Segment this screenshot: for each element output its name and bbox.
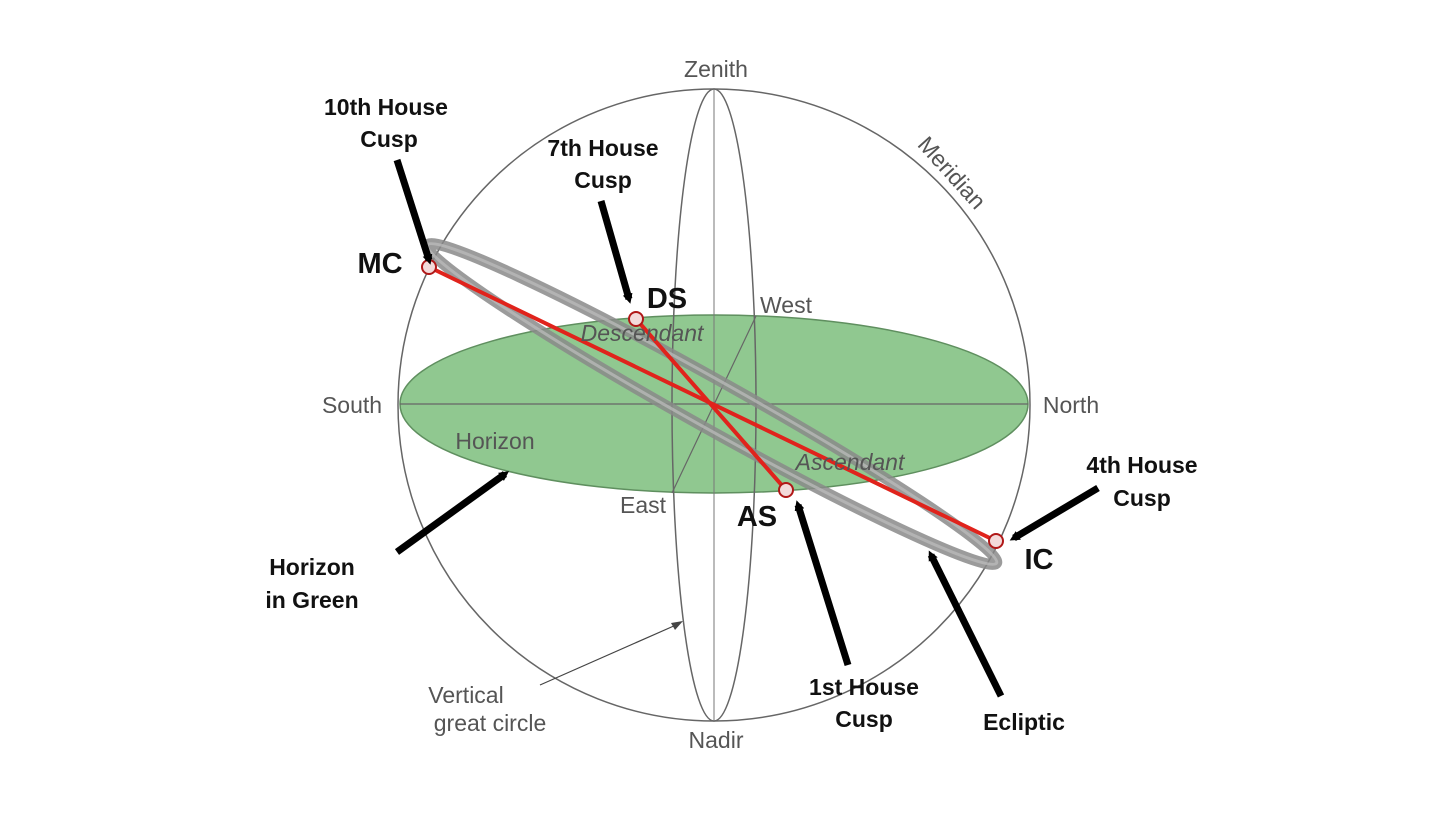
house7-label-line1: 7th House [547,135,658,161]
house1-label-line2: Cusp [835,706,893,732]
mc-marker [421,259,437,275]
ds-label: DS [647,283,687,315]
house1-label-line1: 1st House [809,674,919,700]
nadir-label: Nadir [689,727,744,753]
ecliptic-label: Ecliptic [983,709,1065,735]
vertical-circle-label-line1: Vertical [428,682,503,708]
horizon-plane-label: Horizon [455,428,534,454]
as-label: AS [737,501,777,533]
arrow-ecliptic [927,550,1005,698]
descendant-label: Descendant [581,320,705,346]
meridian-label: Meridian [913,131,991,214]
house4-label-line2: Cusp [1113,485,1171,511]
house7-label-line2: Cusp [574,167,632,193]
ds-marker [628,311,644,327]
house10-label-line2: Cusp [360,126,418,152]
west-label: West [760,292,813,318]
mc-label: MC [357,248,402,280]
house4-label-line1: 4th House [1086,452,1197,478]
arrow-10th-house [393,158,433,265]
arrow-1st-house [794,500,852,667]
ds-as-axis [634,317,788,492]
horizon-green-label-line1: Horizon [269,554,355,580]
zenith-label: Zenith [684,56,748,82]
as-marker [778,482,794,498]
vertical-circle-label-line2: great circle [434,710,546,736]
ascendant-label: Ascendant [794,449,906,475]
horizon-green-label-line2: in Green [265,587,358,613]
arrow-horizon [394,471,510,555]
ic-marker [988,533,1004,549]
arrow-4th-house [1009,484,1100,542]
east-label: East [620,492,667,518]
south-label: South [322,392,382,418]
vertical-circle-pointer [539,624,677,686]
house10-label-line1: 10th House [324,94,448,120]
vertical-circle-pointer-head [671,621,683,630]
ic-label: IC [1025,544,1054,576]
arrow-7th-house [597,200,633,304]
north-label: North [1043,392,1099,418]
